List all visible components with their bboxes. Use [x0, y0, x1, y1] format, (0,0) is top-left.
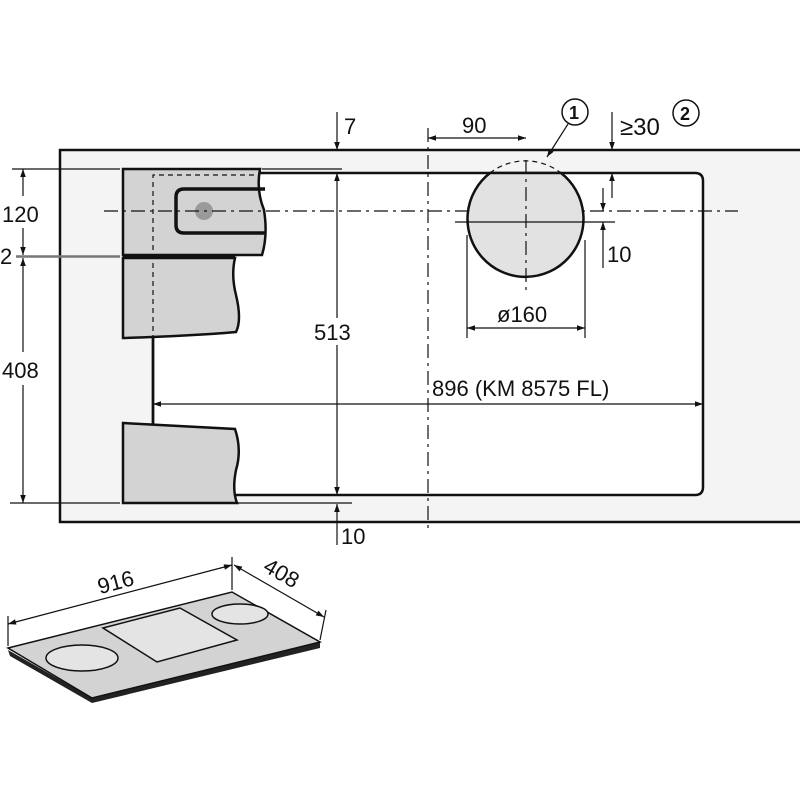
callout-1: 1	[569, 103, 579, 123]
callout-2: 2	[680, 104, 690, 124]
dim-gap: 2	[0, 244, 12, 269]
callout-2-circle	[672, 99, 700, 127]
dim-circle-offset: 10	[607, 242, 631, 267]
dim-7: 7	[344, 114, 356, 139]
cabinet-lower	[121, 421, 240, 505]
slot	[174, 187, 265, 235]
dim-120: 120	[2, 202, 39, 227]
dim-diameter: ø160	[497, 302, 547, 327]
dim-bottom-offset: 10	[341, 524, 365, 549]
dim-min-clearance: ≥30	[620, 114, 660, 141]
dim-408-depth: 408	[259, 553, 303, 593]
hob-perspective	[6, 557, 327, 703]
cabinet-upper	[121, 167, 267, 257]
cabinet-middle	[121, 256, 241, 340]
dim-90: 90	[462, 113, 486, 138]
dim-513: 513	[314, 320, 351, 345]
dim-408-left: 408	[2, 358, 39, 383]
dim-cutout-width: 896 (KM 8575 FL)	[432, 376, 609, 401]
dim-916: 916	[95, 565, 137, 599]
callout-1-circle	[561, 98, 589, 126]
